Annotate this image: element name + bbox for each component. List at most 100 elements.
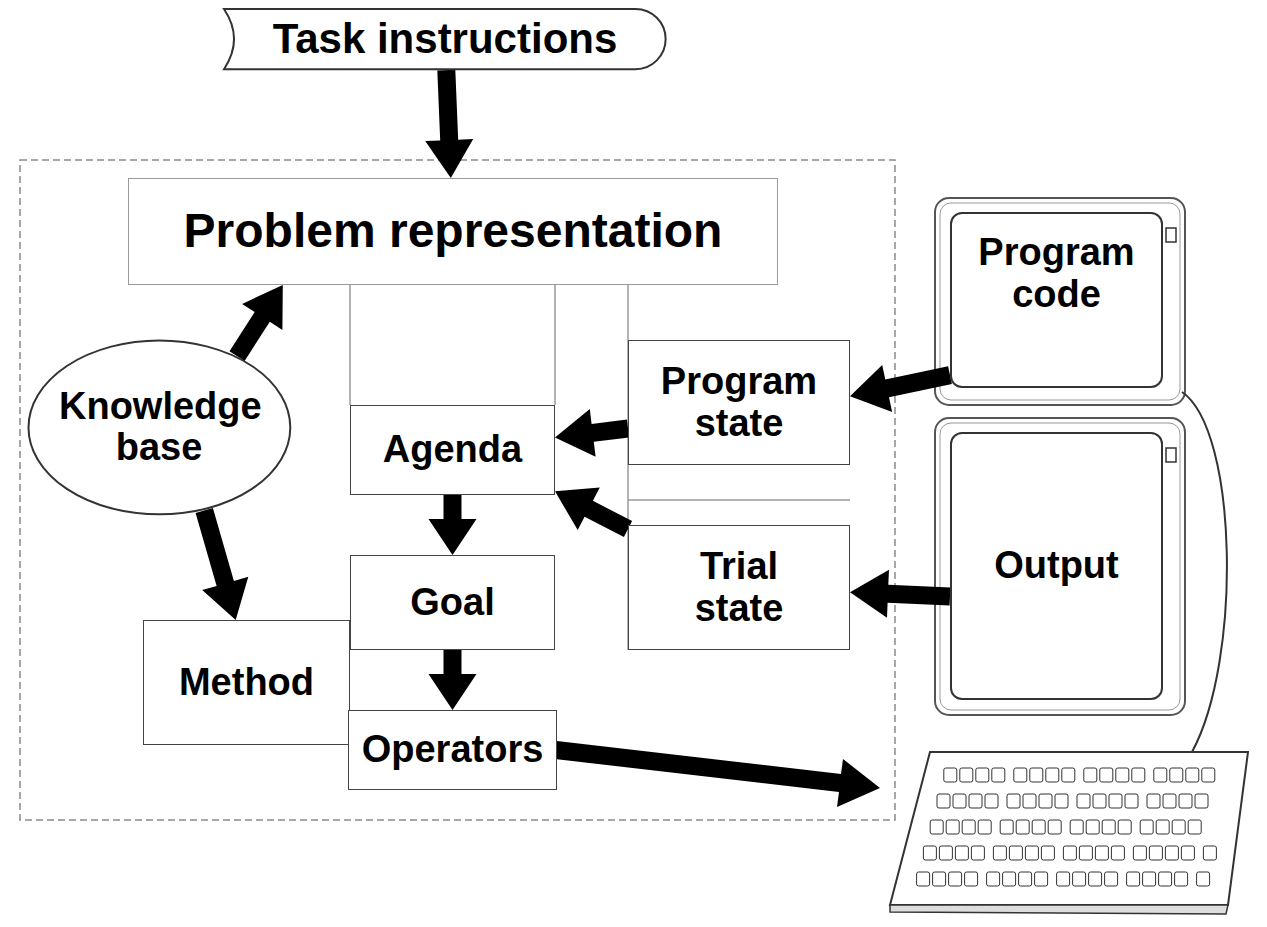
keyboard-key [1172,820,1185,834]
keyboard-key [1077,794,1090,808]
keyboard-key [1057,872,1070,886]
node-label: Agenda [383,429,522,471]
keyboard-key [1007,794,1020,808]
keyboard-key [953,794,966,808]
state-box: Program state [628,340,850,465]
keyboard-cable [1182,392,1227,752]
node-outline [224,9,666,69]
process-box: Problem representation [128,178,778,285]
keyboard-key [1175,872,1188,886]
keyboard-key [1132,768,1145,782]
node-label: Goal [410,582,494,624]
keyboard-key [985,794,998,808]
keyboard-key [1156,820,1169,834]
keyboard-key [923,846,936,860]
keyboard-key [1041,846,1054,860]
keyboard-key [1014,768,1027,782]
flow-arrow [196,508,249,620]
keyboard-key [1070,820,1083,834]
keyboard-key [1170,768,1183,782]
keyboard-key [978,820,991,834]
flow-arrow [850,570,950,618]
keyboard-key [1063,846,1076,860]
keyboard-key [933,872,946,886]
column-line [554,285,556,405]
keyboard-key [1000,820,1013,834]
node-label: Operators [362,729,544,771]
keyboard-key [1023,794,1036,808]
keyboard-key [1116,768,1129,782]
flow-arrow [230,285,283,361]
process-box: Agenda [350,405,555,495]
keyboard-keys [917,768,1217,886]
keyboard-key [1133,846,1146,860]
keyboard-key [1149,846,1162,860]
monitor-screen: Output [950,432,1163,700]
keyboard-key [937,794,950,808]
keyboard-key [939,846,952,860]
keyboard-key [1127,872,1140,886]
keyboard-key [993,846,1006,860]
keyboard-key [1032,820,1045,834]
keyboard-key [1195,794,1208,808]
monitor-button [1166,448,1176,462]
keyboard-key [1111,846,1124,860]
keyboard-body [890,905,1228,914]
keyboard-key [1055,794,1068,808]
keyboard-key [1179,794,1192,808]
keyboard-key [1073,872,1086,886]
keyboard-key [962,820,975,834]
keyboard-key [917,872,930,886]
node-label: Method [179,662,314,704]
keyboard-key [1105,872,1118,886]
keyboard-key [1046,768,1059,782]
keyboard-key [944,768,957,782]
node-label: Program code [967,232,1147,316]
keyboard-key [1095,846,1108,860]
keyboard-key [1035,872,1048,886]
node-outline [28,341,290,515]
keyboard-key [1030,768,1043,782]
keyboard-key [965,872,978,886]
keyboard-key [1079,846,1092,860]
flow-arrow [429,495,477,555]
monitor-casing [935,418,1185,715]
keyboard-key [1100,768,1113,782]
keyboard-key [1062,768,1075,782]
process-box: Goal [350,555,555,650]
keyboard-key [1143,872,1156,886]
keyboard-body [890,752,1248,905]
flow-arrow [425,70,473,178]
keyboard-key [1025,846,1038,860]
keyboard-key [960,768,973,782]
flow-arrow [850,365,952,412]
keyboard-key [1202,768,1215,782]
keyboard-key [1019,872,1032,886]
keyboard-key [1197,872,1210,886]
keyboard-key [1009,846,1022,860]
state-box: Trial state [628,525,850,650]
flow-arrow [555,409,629,457]
keyboard-key [1093,794,1106,808]
keyboard-key [1147,794,1160,808]
keyboard-key [1188,820,1201,834]
keyboard-key [1203,846,1216,860]
keyboard-key [1109,794,1122,808]
keyboard-key [969,794,982,808]
node-label: Task instructions [273,16,618,62]
keyboard-key [955,846,968,860]
flow-arrow [555,487,632,537]
keyboard-key [1140,820,1153,834]
keyboard-key [1165,846,1178,860]
keyboard-key [930,820,943,834]
keyboard-key [1089,872,1102,886]
keyboard-key [971,846,984,860]
keyboard-key [1039,794,1052,808]
monitor-button [1166,228,1176,242]
process-box: Operators [348,710,558,790]
column-line [349,285,351,405]
keyboard-key [949,872,962,886]
keyboard-key [1086,820,1099,834]
input-banner: Task instructions [223,8,668,70]
node-label: Output [994,545,1119,587]
